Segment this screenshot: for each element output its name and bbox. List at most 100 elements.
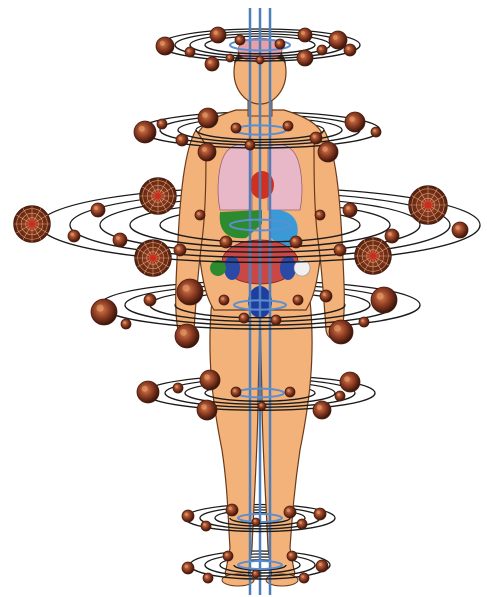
left-arm bbox=[176, 130, 206, 338]
spheres-feet bbox=[182, 551, 328, 583]
sphere-highlight bbox=[333, 35, 338, 40]
sphere-highlight bbox=[139, 126, 145, 132]
sphere-highlight bbox=[319, 47, 322, 50]
sphere-highlight bbox=[388, 232, 392, 236]
sphere-highlight bbox=[204, 374, 210, 380]
sphere bbox=[329, 31, 347, 49]
sphere bbox=[226, 504, 238, 516]
sphere-highlight bbox=[208, 60, 212, 64]
sphere bbox=[252, 570, 260, 578]
sphere-highlight bbox=[221, 297, 224, 300]
sphere-highlight bbox=[317, 212, 320, 215]
sphere bbox=[226, 54, 234, 62]
sphere bbox=[68, 230, 80, 242]
sphere bbox=[299, 573, 309, 583]
sphere-highlight bbox=[361, 319, 364, 322]
sphere bbox=[197, 400, 217, 420]
sphere-highlight bbox=[347, 47, 350, 50]
sphere bbox=[182, 562, 194, 574]
sphere bbox=[195, 210, 205, 220]
sphere-highlight bbox=[116, 236, 120, 240]
sphere bbox=[205, 57, 219, 71]
sphere-highlight bbox=[247, 142, 250, 145]
sphere-highlight bbox=[223, 239, 226, 242]
sphere bbox=[287, 551, 297, 561]
kidney-left bbox=[224, 256, 240, 280]
sphere bbox=[239, 313, 249, 323]
sphere-highlight bbox=[96, 304, 103, 311]
sphere-highlight bbox=[71, 233, 74, 236]
sphere-highlight bbox=[455, 225, 459, 229]
sphere-highlight bbox=[180, 329, 187, 336]
sphere-highlight bbox=[185, 513, 188, 516]
sphere bbox=[344, 44, 356, 56]
sphere-highlight bbox=[147, 297, 150, 300]
sphere-highlight bbox=[322, 146, 328, 152]
sphere-highlight bbox=[376, 292, 383, 299]
sphere bbox=[256, 56, 264, 64]
sphere-core bbox=[155, 193, 161, 199]
sphere-core bbox=[150, 255, 156, 261]
sphere-core bbox=[29, 221, 35, 227]
sphere-highlight bbox=[258, 58, 260, 60]
sphere-highlight bbox=[228, 56, 230, 58]
sphere-highlight bbox=[241, 315, 244, 318]
sphere-highlight bbox=[213, 30, 217, 34]
sphere bbox=[371, 287, 397, 313]
sphere-highlight bbox=[182, 284, 189, 291]
sphere bbox=[91, 299, 117, 325]
sphere bbox=[245, 140, 255, 150]
sphere-highlight bbox=[237, 37, 240, 40]
sphere bbox=[177, 279, 203, 305]
sphere-highlight bbox=[254, 572, 256, 574]
sphere-highlight bbox=[273, 317, 276, 320]
sphere-highlight bbox=[202, 147, 207, 152]
sphere bbox=[235, 35, 245, 45]
sphere-highlight bbox=[301, 575, 304, 578]
sphere bbox=[219, 295, 229, 305]
sphere-highlight bbox=[185, 565, 188, 568]
sphere bbox=[173, 383, 183, 393]
sphere bbox=[157, 119, 167, 129]
sphere-highlight bbox=[197, 212, 200, 215]
sphere-highlight bbox=[225, 553, 228, 556]
sphere bbox=[121, 319, 131, 329]
sphere-highlight bbox=[299, 521, 302, 524]
sphere-highlight bbox=[285, 123, 288, 126]
sphere bbox=[220, 236, 232, 248]
sphere-highlight bbox=[334, 325, 341, 332]
sphere bbox=[91, 203, 105, 217]
sphere bbox=[185, 47, 195, 57]
sphere bbox=[359, 317, 369, 327]
sphere bbox=[318, 142, 338, 162]
sphere-core bbox=[370, 253, 376, 259]
sphere bbox=[176, 134, 188, 146]
sphere-highlight bbox=[179, 137, 182, 140]
sphere bbox=[293, 295, 303, 305]
sphere bbox=[320, 290, 332, 302]
sphere-highlight bbox=[287, 509, 290, 512]
sphere-highlight bbox=[203, 523, 206, 526]
sphere bbox=[285, 387, 295, 397]
sphere-highlight bbox=[293, 239, 296, 242]
sphere-highlight bbox=[313, 135, 316, 138]
sphere bbox=[316, 560, 328, 572]
sphere-highlight bbox=[323, 293, 326, 296]
sphere-highlight bbox=[287, 389, 290, 392]
sphere-highlight bbox=[233, 125, 236, 128]
sphere bbox=[284, 506, 296, 518]
sphere bbox=[231, 387, 241, 397]
sphere-highlight bbox=[260, 404, 262, 406]
sphere-highlight bbox=[233, 389, 236, 392]
sphere-highlight bbox=[346, 206, 350, 210]
sphere-highlight bbox=[337, 247, 340, 250]
sphere-highlight bbox=[201, 404, 207, 410]
sphere bbox=[315, 210, 325, 220]
sphere bbox=[297, 519, 307, 529]
sphere bbox=[201, 521, 211, 531]
sphere-highlight bbox=[254, 520, 256, 522]
sphere bbox=[385, 229, 399, 243]
sphere bbox=[343, 203, 357, 217]
